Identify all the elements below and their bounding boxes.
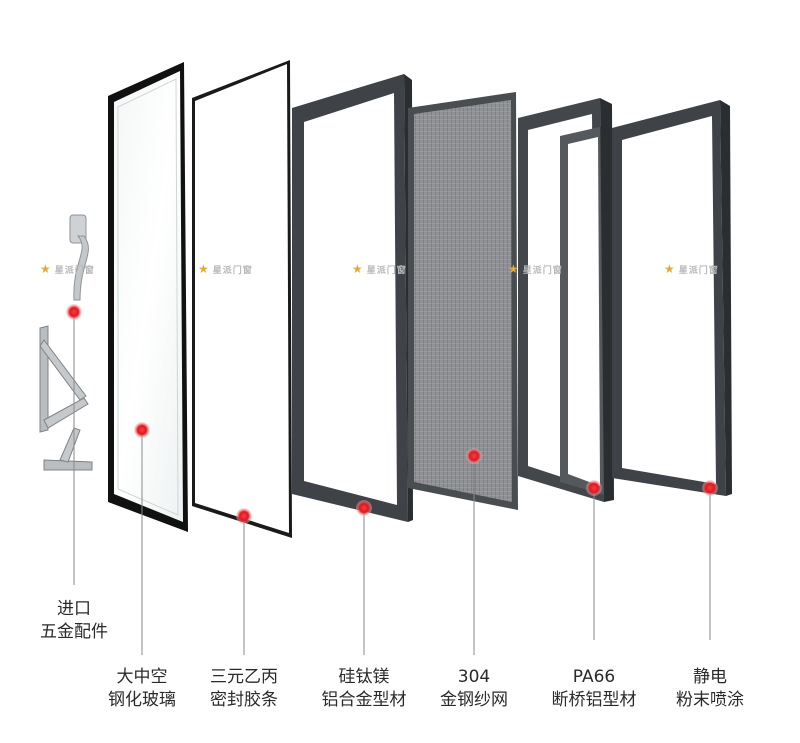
label-hardware: 进口 五金配件 [40,598,108,644]
label-alloy-line1: 硅钛镁 [338,667,390,687]
marker-seal [236,508,252,524]
marker-alloy [356,500,372,516]
marker-screen [466,448,482,464]
watermark-5: ★星派门窗 [664,262,719,276]
component-markers [66,304,718,524]
screen-panel [408,92,518,510]
label-glass-line2: 钢化玻璃 [108,690,176,710]
label-screen-line1: 304 [457,667,491,687]
label-seal-line1: 三元乙丙 [210,667,278,687]
label-hardware-line2: 五金配件 [40,622,108,642]
label-glass-line1: 大中空 [116,667,168,687]
label-thermal-break-line1: PA66 [572,667,616,687]
label-hardware-line1: 进口 [57,599,91,619]
seal-panel [192,60,292,538]
label-alloy-line2: 铝合金型材 [321,690,407,710]
marker-hardware [66,304,82,320]
watermark-2: ★星派门窗 [198,262,253,276]
alloy-frame-panel [292,74,413,522]
label-thermal-break-line2: 断桥铝型材 [551,690,637,710]
coated-frame-panel [612,100,732,496]
stay-hardware [39,325,93,471]
label-seal: 三元乙丙 密封胶条 [210,666,278,712]
glass-panel [108,62,188,532]
label-coating-line2: 粉末喷涂 [676,690,744,710]
watermark-3: ★星派门窗 [352,262,407,276]
marker-glass [134,422,150,438]
watermark-4: ★星派门窗 [508,262,563,276]
label-screen-line2: 金钢纱网 [440,690,508,710]
label-coating: 静电 粉末喷涂 [676,666,744,712]
marker-coating [702,480,718,496]
leader-lines [73,312,711,655]
label-thermal-break: PA66 断桥铝型材 [552,666,637,712]
thermal-break-frame-panel [518,98,614,502]
label-coating-line1: 静电 [693,667,727,687]
label-seal-line2: 密封胶条 [210,690,278,710]
handle-hardware [69,214,89,301]
label-alloy: 硅钛镁 铝合金型材 [322,666,407,712]
marker-thermal-break [586,480,602,496]
label-screen: 304 金钢纱网 [440,666,508,712]
watermark-1: ★星派门窗 [40,262,95,276]
label-glass: 大中空 钢化玻璃 [108,666,176,712]
